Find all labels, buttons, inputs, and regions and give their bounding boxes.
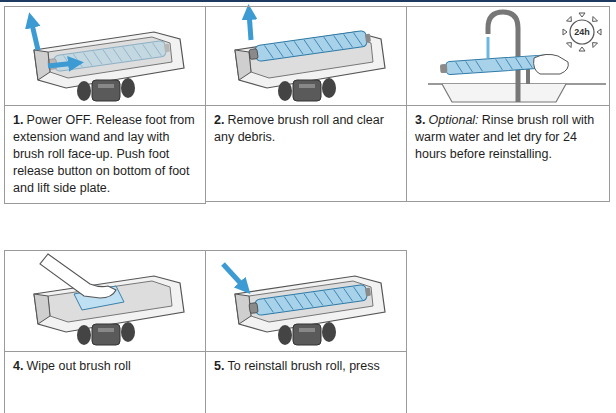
step-text: 5. To reinstall brush roll, press <box>206 351 406 381</box>
step-text: 4. Wipe out brush roll <box>5 351 205 381</box>
step-text: 3.Optional:Rinse brush roll with warm wa… <box>407 105 609 169</box>
step-illustration <box>235 12 385 101</box>
step-text: 1.Power OFF. Release foot from extension… <box>5 105 205 203</box>
step-panel: 2.Remove brush roll and clear any debris… <box>205 6 407 202</box>
step-number: 5. <box>214 359 224 373</box>
step-panel: 5. To reinstall brush roll, press <box>205 250 407 413</box>
step-instruction: Wipe out brush roll <box>27 359 131 373</box>
step-instruction: Power OFF. Release foot from extension w… <box>13 113 195 195</box>
step-number: 2. <box>214 113 224 127</box>
step-illustration <box>223 264 385 345</box>
step-illustration <box>34 254 184 345</box>
step-illustration <box>428 12 606 102</box>
step-note: Optional: <box>429 113 479 127</box>
icon-label: 24h <box>574 27 590 37</box>
step-text: 2.Remove brush roll and clear any debris… <box>206 105 406 152</box>
step-illustration <box>31 20 184 101</box>
step-instruction: Remove brush roll and clear any debris. <box>214 113 384 144</box>
step-panel: 1.Power OFF. Release foot from extension… <box>4 6 206 204</box>
step-number: 3. <box>415 113 425 127</box>
step-instruction: To reinstall brush roll, press <box>228 359 380 373</box>
step-number: 1. <box>13 113 23 127</box>
step-panel: 4. Wipe out brush roll <box>4 250 206 413</box>
step-number: 4. <box>13 359 23 373</box>
